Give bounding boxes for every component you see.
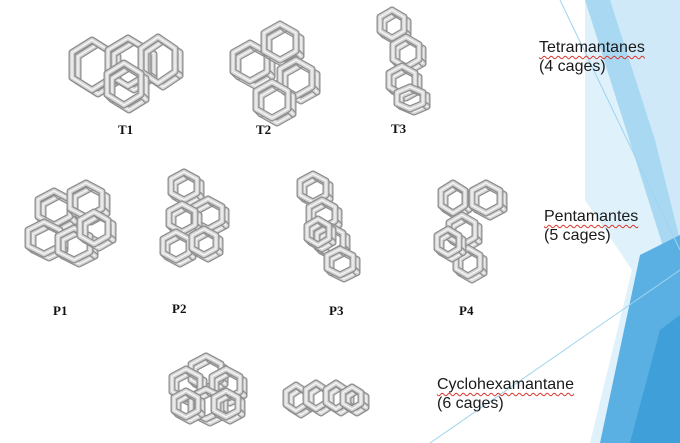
molecule-p1 xyxy=(24,179,117,268)
molecule-p2 xyxy=(159,168,230,268)
heading-pentamantes: Pentamantes (5 cages) xyxy=(544,207,638,245)
molecule-cyclohexamantane-side xyxy=(282,379,370,419)
heading-cyclohexamantane: Cyclohexamantane (6 cages) xyxy=(437,375,574,413)
molecule-cyclohexamantane-top xyxy=(168,352,248,427)
label-t3: T3 xyxy=(391,121,407,136)
label-p4: P4 xyxy=(459,303,474,318)
deep-blue-corner xyxy=(630,315,680,443)
heading-title: Tetramantanes xyxy=(539,39,645,56)
heading-title: Cyclohexamantane xyxy=(437,376,574,393)
heading-subtitle: (4 cages) xyxy=(539,58,606,75)
label-t2: T2 xyxy=(256,122,272,137)
thin-line-2 xyxy=(429,269,680,443)
heading-title: Pentamantes xyxy=(544,208,639,225)
molecule-p3 xyxy=(296,170,361,283)
label-p2: P2 xyxy=(172,301,187,316)
label-t1: T1 xyxy=(118,122,134,137)
molecule-t2 xyxy=(229,20,321,127)
molecule-t3 xyxy=(376,6,431,116)
molecule-p4 xyxy=(433,179,508,284)
heading-subtitle: (6 cages) xyxy=(437,395,504,412)
heading-tetramantanes: Tetramantanes (4 cages) xyxy=(539,38,645,76)
arrow-shape xyxy=(610,0,680,240)
thin-line-1 xyxy=(559,0,680,251)
molecule-t1 xyxy=(68,33,184,114)
label-p3: P3 xyxy=(329,303,344,318)
heading-subtitle: (5 cages) xyxy=(544,227,611,244)
label-p1: P1 xyxy=(53,303,68,318)
